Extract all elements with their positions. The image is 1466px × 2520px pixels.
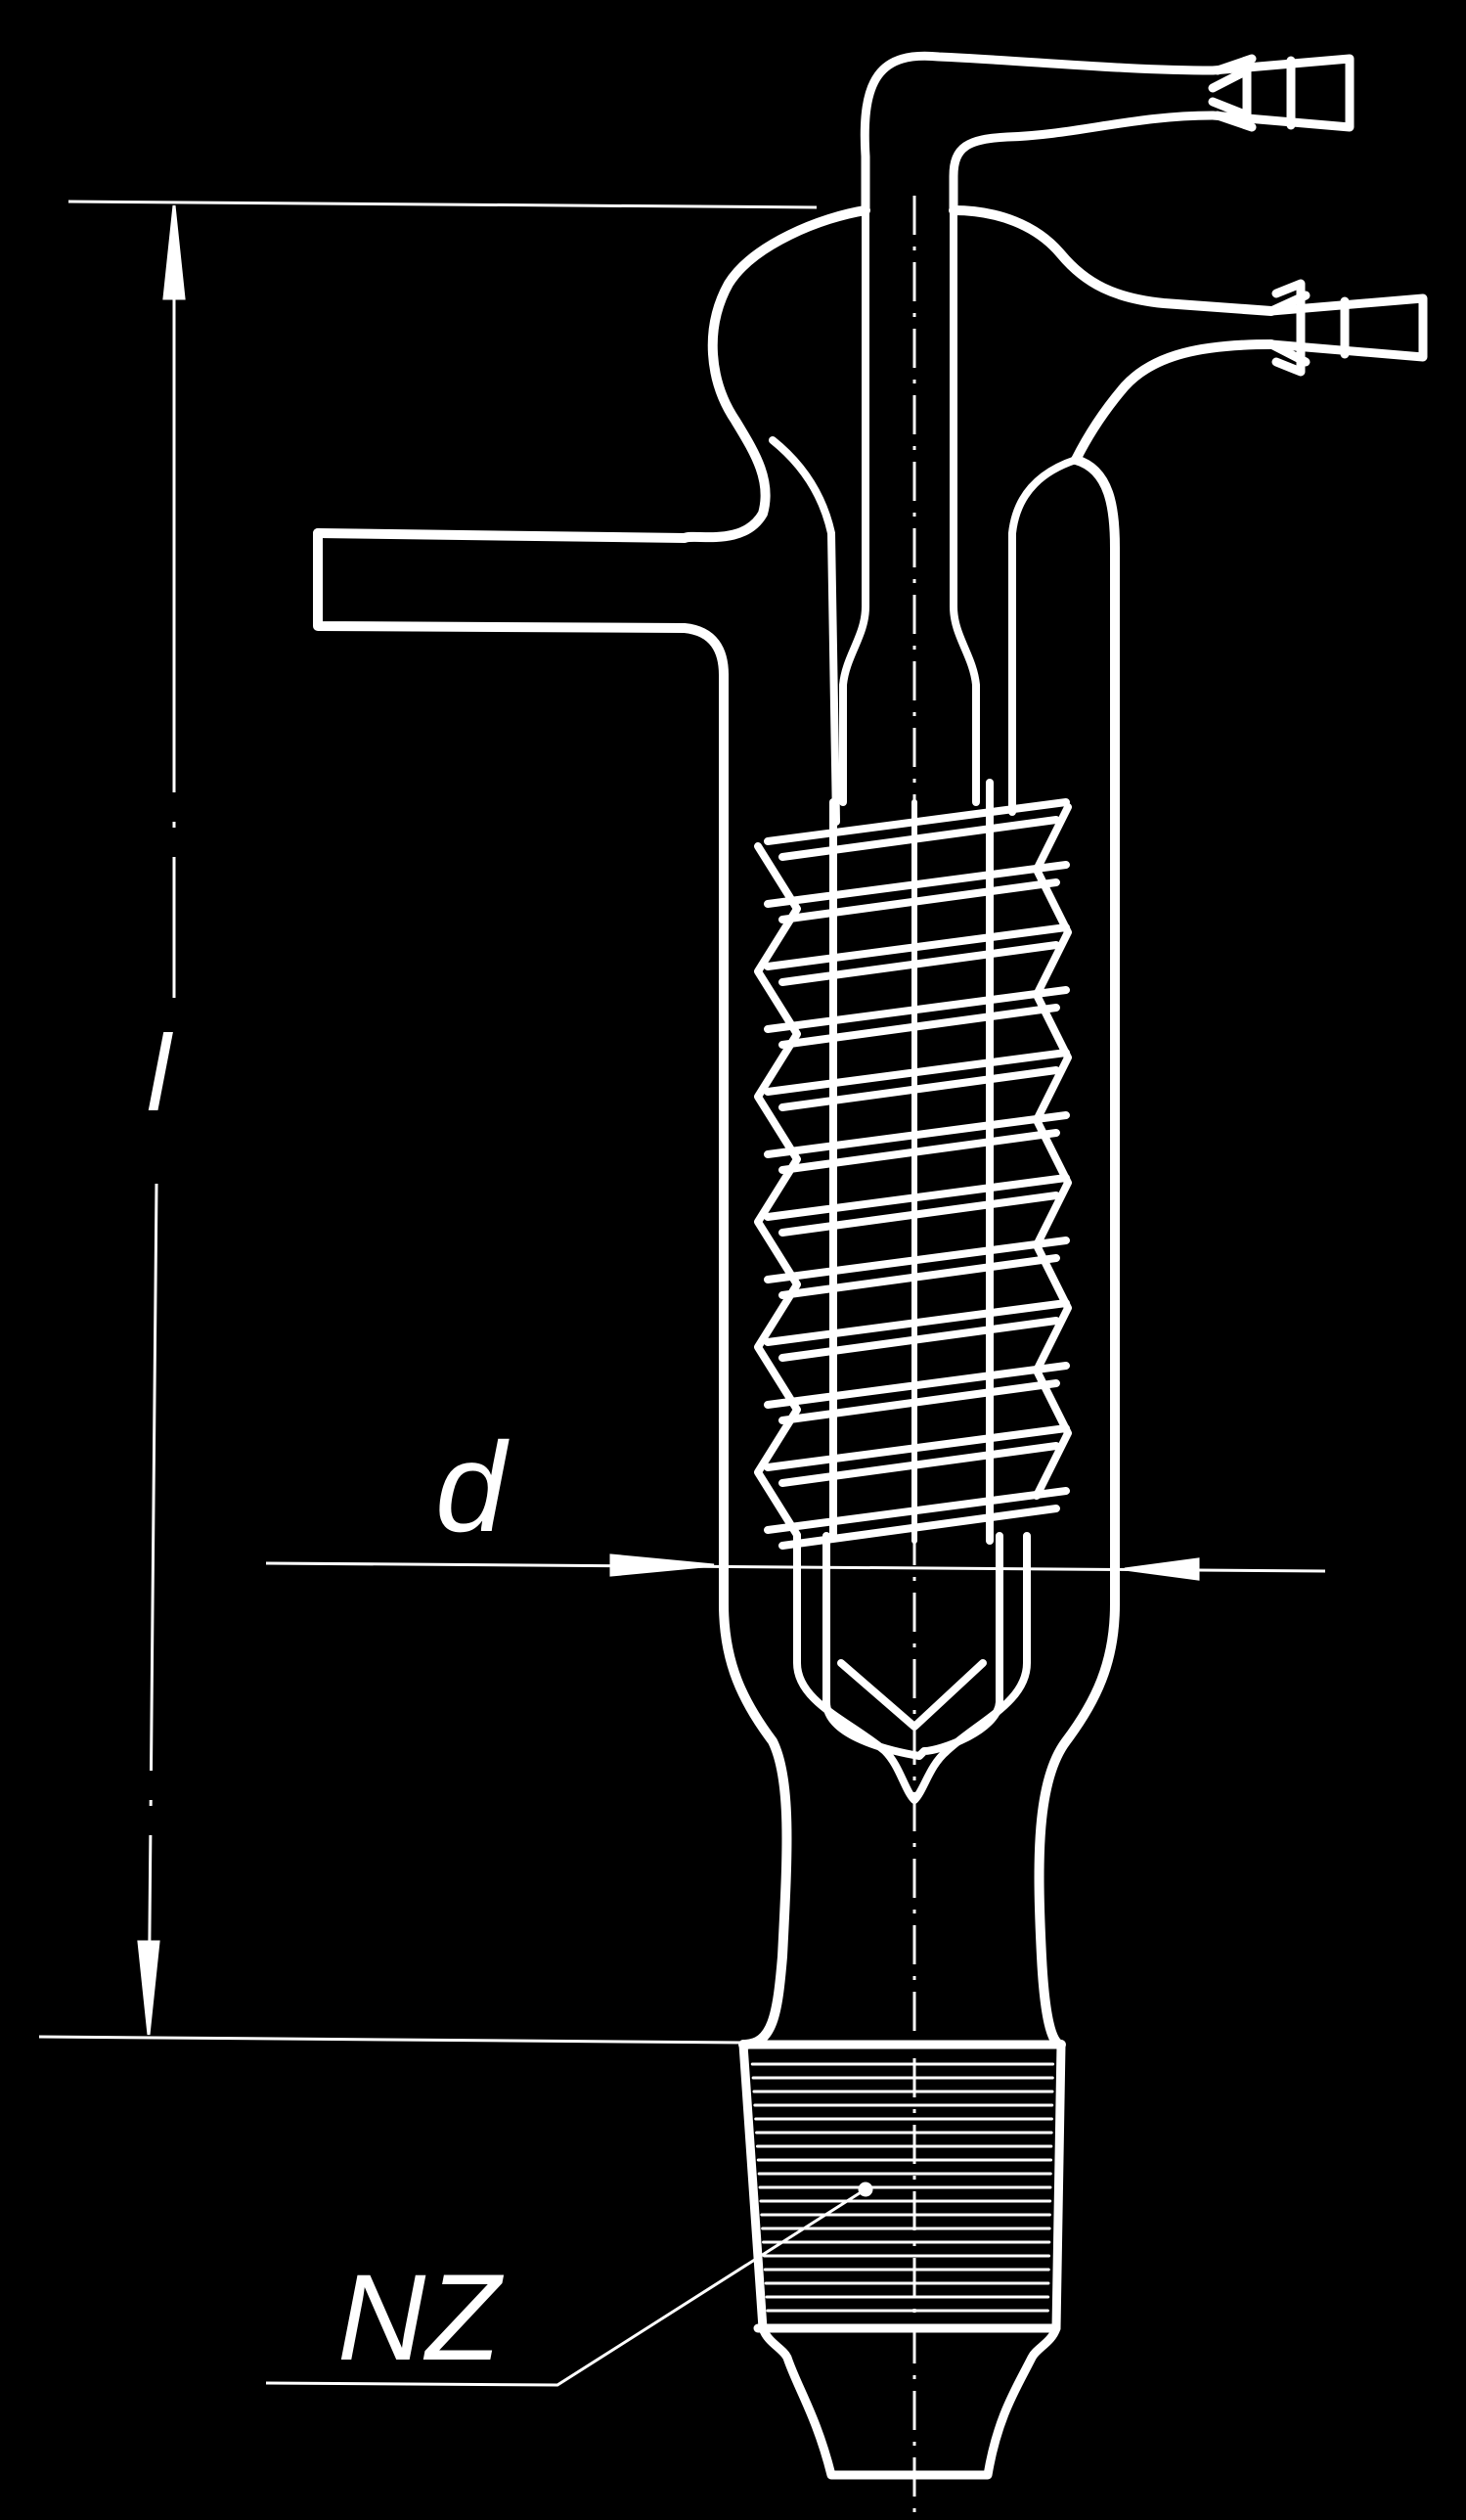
coil-rung <box>778 1442 1060 1487</box>
coil-rung <box>764 1174 1070 1221</box>
inner-tube-bend <box>860 51 1218 215</box>
coil-rung <box>764 923 1070 970</box>
coil-rung <box>778 1254 1060 1299</box>
joint-leader <box>265 2182 873 2387</box>
coil-rung <box>778 1379 1060 1424</box>
coil-rung <box>778 878 1060 923</box>
lower-hose-nozzle <box>1266 279 1428 377</box>
upper-hose-nozzle <box>1208 54 1355 132</box>
length-dimension <box>38 200 818 2045</box>
coil-rung <box>778 1505 1060 1550</box>
coil-rung <box>764 1487 1070 1534</box>
coil-left-edge <box>754 842 801 1539</box>
coil-rung <box>764 1299 1070 1346</box>
coil-rung <box>778 1317 1060 1362</box>
coil-rung <box>778 941 1060 986</box>
ground-glass-joint <box>738 2040 1066 2480</box>
coil-rung <box>764 1424 1070 1471</box>
inner-jacket-wall <box>769 436 1080 826</box>
coil-rung <box>778 1129 1060 1174</box>
diameter-label: d <box>435 1416 510 1558</box>
drip-tip <box>793 1532 1031 1804</box>
diameter-dimension <box>265 1553 1326 1581</box>
length-label: l <box>147 1013 173 1134</box>
coil-rung <box>764 1237 1070 1283</box>
coil-rung <box>764 1049 1070 1096</box>
coil-right-edge <box>1033 803 1072 1500</box>
condenser-jacket <box>313 205 1276 2049</box>
joint-label: NZ <box>337 2250 504 2386</box>
coil-rung <box>764 986 1070 1033</box>
coil-rungs <box>754 798 1072 1550</box>
coil-rung <box>764 1362 1070 1409</box>
joint-hatching <box>750 2062 1055 2313</box>
coil-rung <box>778 1192 1060 1237</box>
coil-rung <box>778 1004 1060 1049</box>
coil-rung <box>764 1111 1070 1158</box>
coil-rung <box>764 798 1070 845</box>
coil-rung <box>764 861 1070 908</box>
coil-rung <box>778 1066 1060 1111</box>
coil-rung <box>778 816 1060 861</box>
